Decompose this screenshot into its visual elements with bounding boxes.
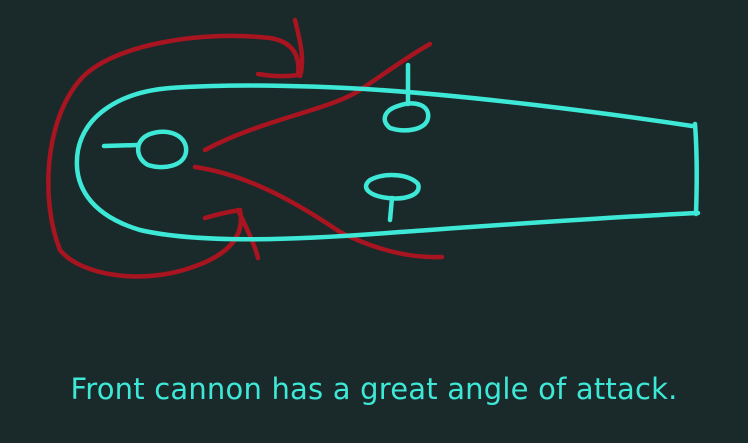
- mid-turret-lower: [363, 172, 421, 201]
- lower-arrowhead: [235, 207, 261, 261]
- mid-turret-upper: [382, 101, 431, 133]
- firing-arc: [46, 17, 445, 279]
- lower-arc-arrow: [57, 207, 244, 279]
- front-cannon-barrel: [101, 142, 141, 149]
- ship: [74, 62, 701, 242]
- ship-hull: [74, 83, 701, 242]
- front-cannon-turret: [135, 129, 189, 170]
- upper-arc-arrow: [46, 33, 301, 253]
- mid-turret-lower-barrel: [387, 195, 395, 223]
- ship-stern: [692, 121, 699, 217]
- upper-arrowhead: [292, 17, 305, 79]
- upper-firing-line: [202, 41, 433, 153]
- caption-text: Front cannon has a great angle of attack…: [70, 372, 678, 406]
- lower-firing-line: [192, 164, 445, 260]
